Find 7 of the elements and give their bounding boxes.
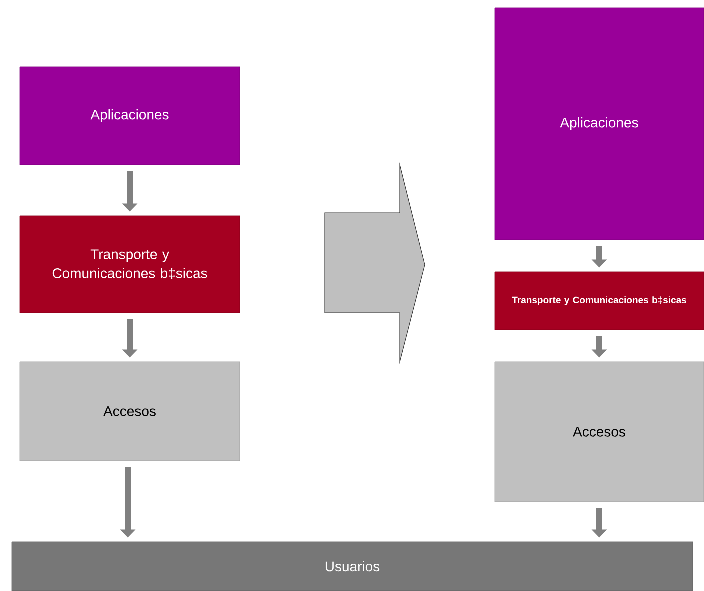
access-box: Accesos xyxy=(20,362,240,462)
application-box: Aplicaciones xyxy=(20,66,240,166)
transport-box: Transporte y Comunicaciones b‡sicas xyxy=(20,216,240,314)
access-box: Accesos xyxy=(494,362,704,502)
transport-box: Transporte y Comunicaciones b‡sicas xyxy=(494,272,704,330)
application-box: Aplicaciones xyxy=(494,8,704,240)
users-bar: Usuarios xyxy=(12,542,694,591)
